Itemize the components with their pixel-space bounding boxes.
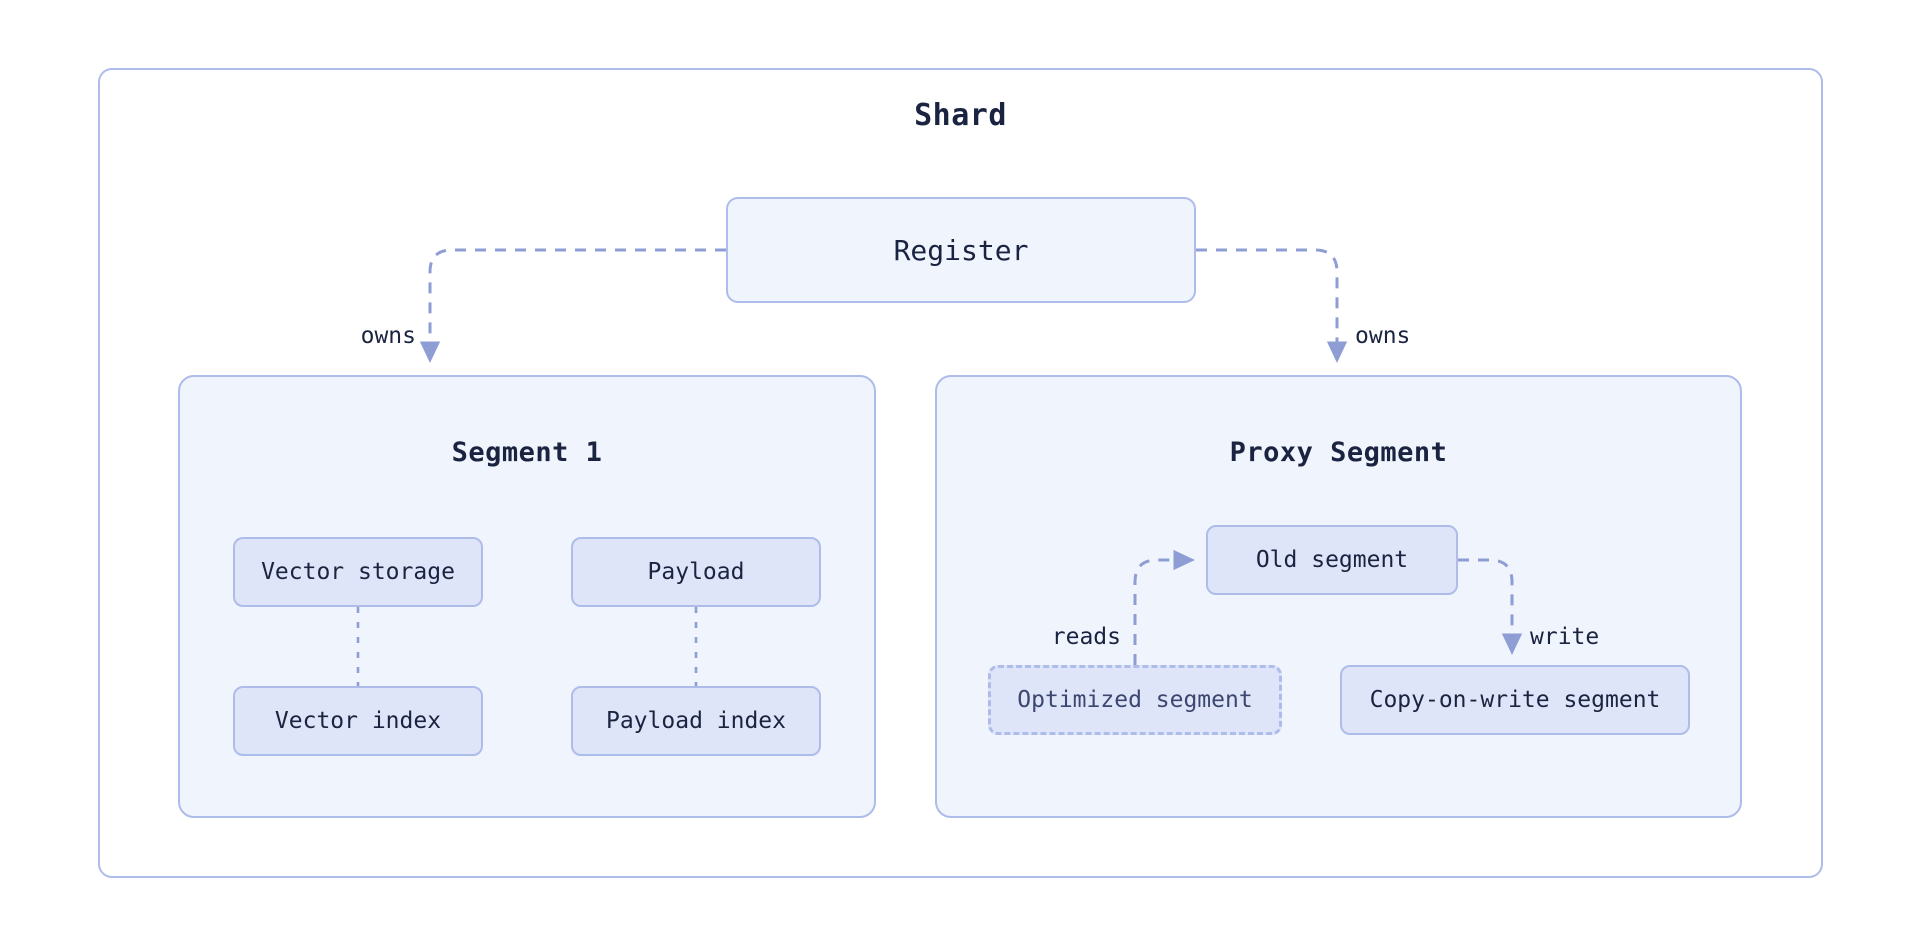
node-old-segment[interactable]: Old segment — [1206, 525, 1458, 595]
node-copy-on-write-segment[interactable]: Copy-on-write segment — [1340, 665, 1690, 735]
edge-label-reads: reads — [1051, 624, 1121, 650]
edge-label-owns-right: owns — [1355, 323, 1411, 349]
node-vector-storage[interactable]: Vector storage — [233, 537, 483, 607]
edge-label-owns-left: owns — [360, 323, 416, 349]
proxy-segment-title: Proxy Segment — [1229, 437, 1448, 468]
node-vector-index[interactable]: Vector index — [233, 686, 483, 756]
edge-label-write: write — [1530, 624, 1600, 650]
segment-1-title: Segment 1 — [451, 437, 603, 468]
node-payload[interactable]: Payload — [571, 537, 821, 607]
container-proxy-segment — [935, 375, 1742, 818]
shard-title: Shard — [914, 98, 1007, 133]
node-optimized-segment[interactable]: Optimized segment — [988, 665, 1282, 735]
node-payload-index[interactable]: Payload index — [571, 686, 821, 756]
node-register[interactable]: Register — [726, 197, 1196, 303]
